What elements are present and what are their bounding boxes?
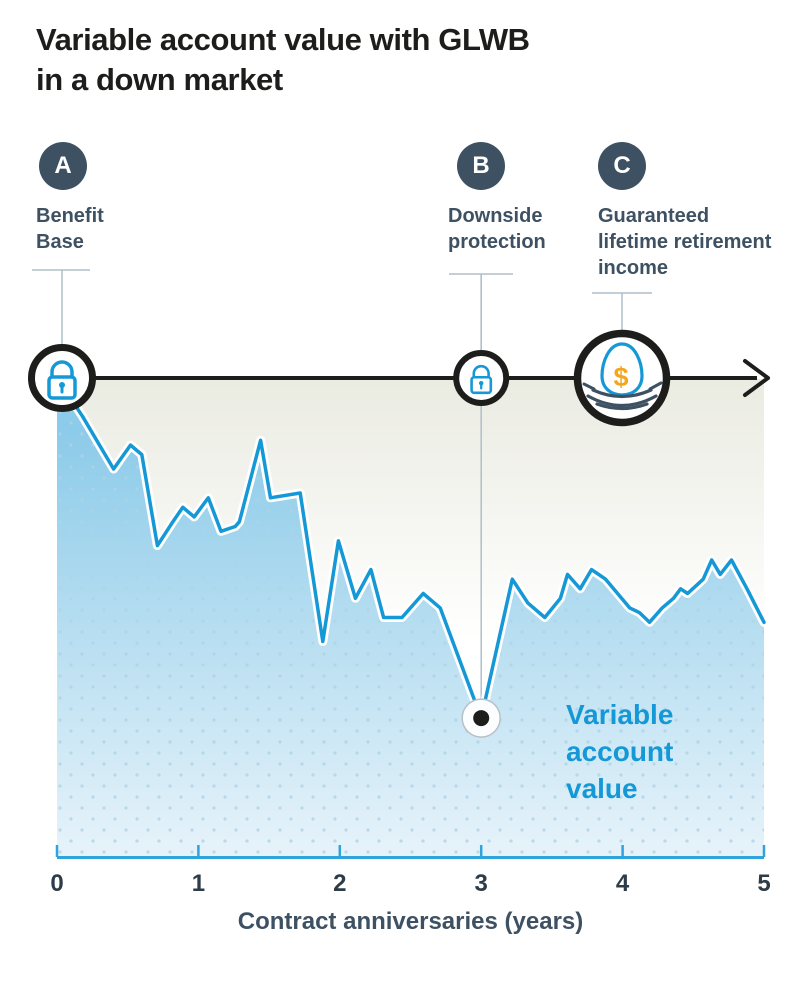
axis-tick-label: 0: [50, 870, 63, 897]
x-axis-title: Contract anniversaries (years): [237, 908, 584, 935]
marker-badge-b: B: [457, 142, 505, 190]
axis-tick-label: 1: [192, 870, 205, 897]
marker-letter-a: A: [54, 152, 72, 179]
marker-badge-a: A: [39, 142, 87, 190]
title-line-1: Variable account value with GLWB: [36, 22, 530, 57]
min-point-dot: [473, 710, 490, 727]
variable-account-line: [55, 376, 766, 720]
label-line: protection: [448, 231, 546, 253]
marker-letter-b: B: [472, 152, 490, 179]
label-line: account: [566, 736, 674, 767]
label-line: Variable: [566, 699, 674, 730]
arrow-right-icon: [743, 359, 770, 397]
lock-icon-b: [470, 364, 493, 395]
nest-egg-icon: $: [582, 342, 663, 411]
title-line-2: in a down market: [36, 62, 283, 97]
label-line: value: [566, 773, 638, 804]
marker-letter-c: C: [613, 152, 631, 179]
label-line: income: [598, 257, 669, 279]
marker-label-downside-protection: Downside protection: [448, 203, 546, 255]
marker-label-guaranteed-income: Guaranteed lifetime retirement income: [598, 203, 798, 281]
label-line: Benefit: [36, 205, 104, 227]
label-line: lifetime retirement: [598, 231, 772, 253]
variable-account-area-dots: [57, 378, 764, 857]
page-title: Variable account value with GLWB in a do…: [36, 20, 530, 100]
variable-account-value-label: Variable account value: [566, 696, 673, 807]
label-line: Downside: [448, 205, 543, 227]
axis-tick-label: 3: [475, 870, 488, 897]
marker-label-benefit-base: Benefit Base: [36, 203, 104, 255]
lock-icon-a: [47, 360, 77, 400]
dollar-glyph: $: [613, 362, 628, 392]
axis-tick-label: 4: [616, 870, 630, 897]
axis-tick-label: 2: [333, 870, 346, 897]
label-line: Base: [36, 231, 84, 253]
label-line: Guaranteed: [598, 205, 710, 227]
marker-badge-c: C: [598, 142, 646, 190]
axis-tick-label: 5: [757, 870, 770, 897]
